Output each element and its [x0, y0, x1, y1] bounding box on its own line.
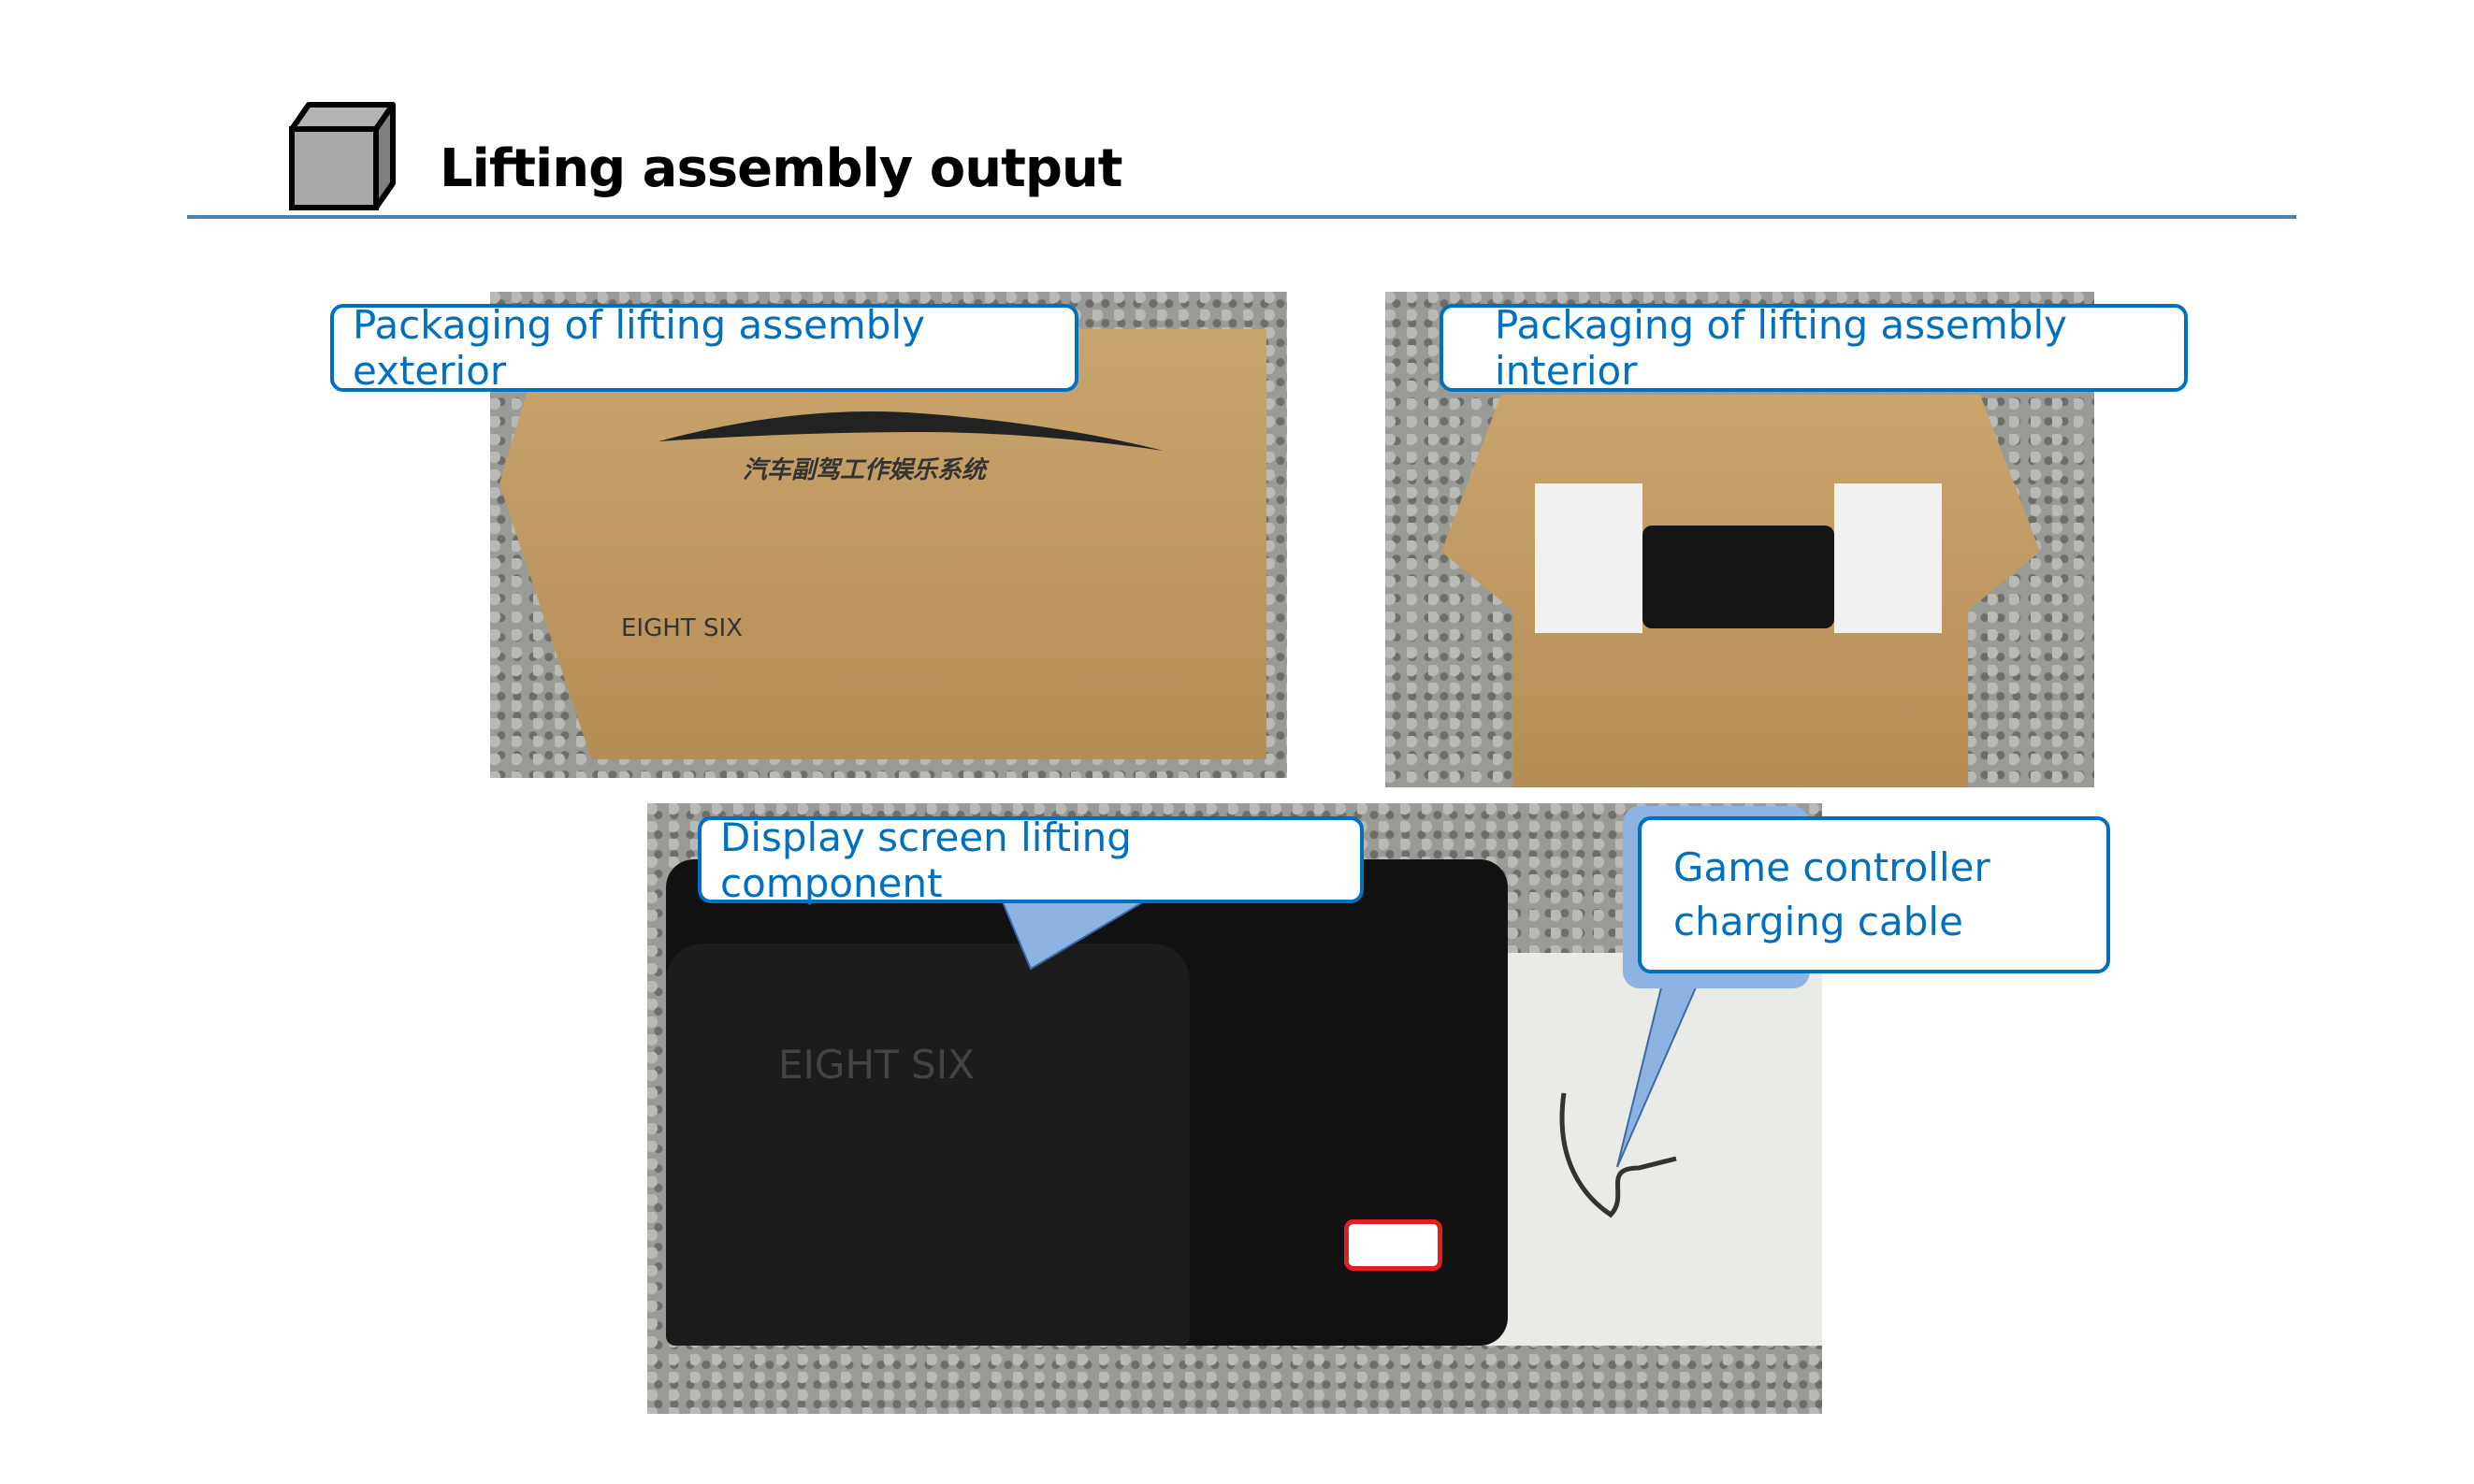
watermark: EIGHT SIX [778, 1042, 975, 1088]
red-sticker [1344, 1219, 1442, 1271]
callout-game-controller-charging-cable: Game controller charging cable [1638, 816, 2110, 973]
callout-text: Display screen lifting component [720, 814, 1132, 906]
label-text: Packaging of lifting assembly interior [1495, 302, 2067, 394]
page-title: Lifting assembly output [440, 138, 1123, 199]
callout-text: Game controller charging cable [1673, 844, 1990, 944]
cube-icon [289, 102, 396, 210]
label-packaging-exterior: Packaging of lifting assembly exterior [330, 302, 1078, 394]
device-wrapped [1642, 526, 1834, 628]
box-text: 汽车副驾工作娱乐系统 [743, 456, 987, 484]
title-divider [187, 215, 2296, 219]
cardboard-box [499, 329, 1266, 759]
device-cover [666, 944, 1190, 1346]
callout-display-screen-lifting-component: Display screen lifting component [698, 814, 1364, 906]
label-text: Packaging of lifting assembly exterior [353, 302, 925, 394]
foam-right [1834, 483, 1942, 633]
foam-left [1535, 483, 1642, 633]
usb-cable [1559, 1092, 1677, 1218]
label-packaging-interior: Packaging of lifting assembly interior [1440, 302, 2188, 394]
box-brand: EIGHT SIX [621, 614, 743, 642]
photo-packaging-exterior: EIGHT SIX 汽车副驾工作娱乐系统 [490, 292, 1287, 778]
